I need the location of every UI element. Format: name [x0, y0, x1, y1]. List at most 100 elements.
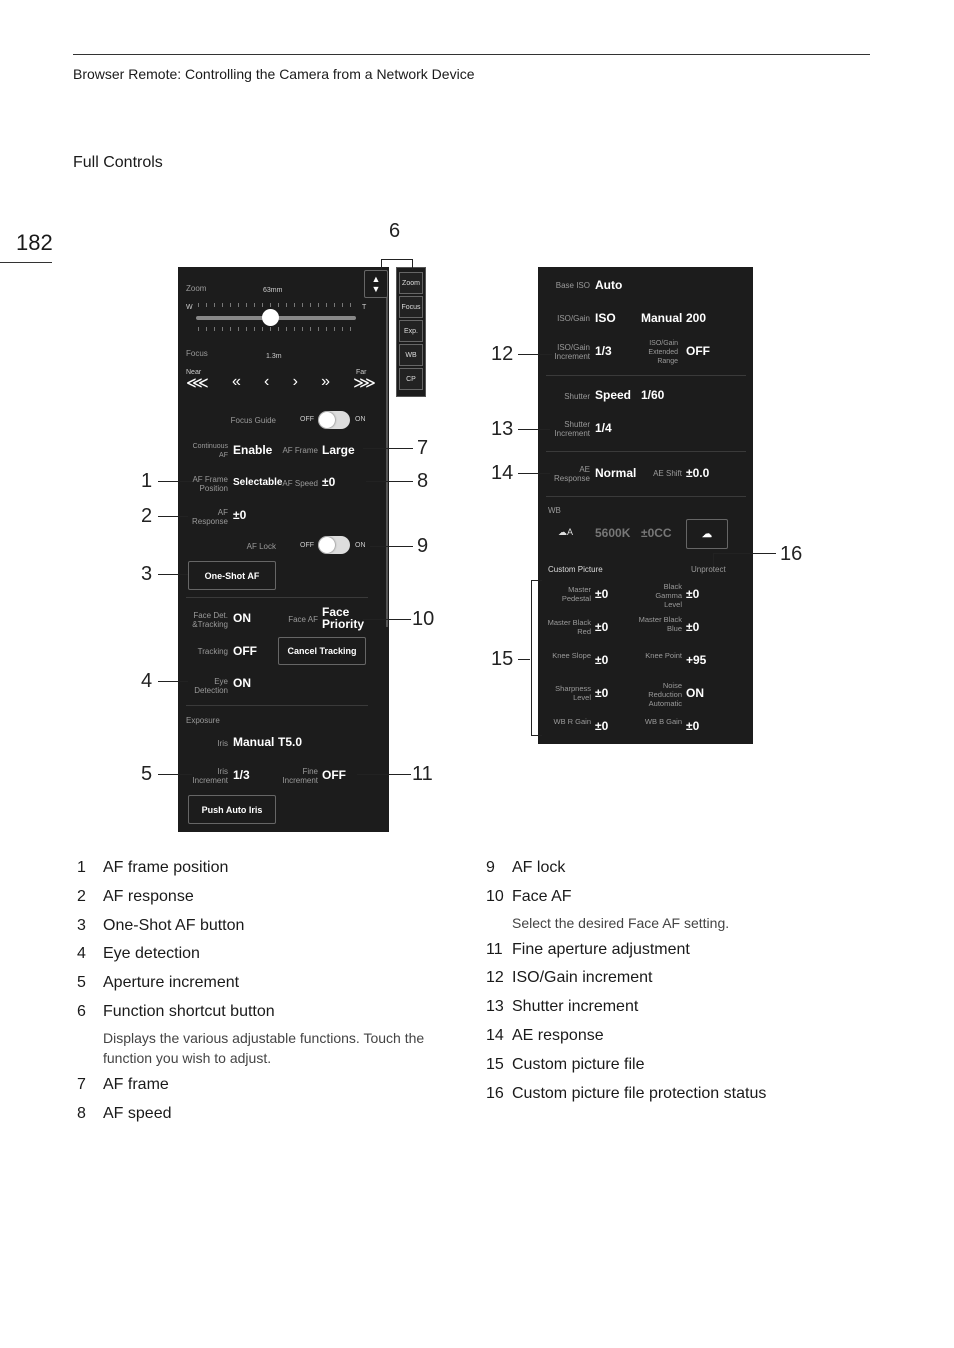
callout-7-line	[363, 448, 413, 449]
iris-value[interactable]: T5.0	[278, 735, 303, 749]
cp-label-right: Knee Point	[645, 651, 682, 660]
shutter-increment-value[interactable]: 1/4	[595, 421, 612, 435]
shortcut-focus-button[interactable]: Focus	[399, 296, 423, 318]
focus-guide-toggle[interactable]	[318, 411, 350, 429]
focus-label: Focus	[186, 349, 208, 358]
legend-number: 1	[77, 859, 86, 876]
focus-button-row: ⋘ « ‹ › » ⋙	[186, 373, 376, 392]
legend-text: Function shortcut button	[103, 1003, 275, 1020]
continuous-af-value[interactable]: Enable	[233, 443, 273, 457]
up-down-arrows-icon: ▲▼	[371, 274, 381, 294]
cp-value-right[interactable]: ±0	[686, 719, 700, 733]
callout-10: 10	[412, 608, 435, 630]
af-response-value[interactable]: ±0	[233, 508, 247, 522]
wb-awb-indicator: ☁A	[558, 527, 573, 538]
wb-cc-value: ±0CC	[641, 526, 672, 540]
iso-gain-increment-value[interactable]: 1/3	[595, 344, 612, 358]
cp-label-left: WB R Gain	[553, 717, 591, 726]
scrollbar[interactable]	[386, 297, 388, 627]
wb-label: WB	[548, 506, 561, 515]
legend-text: AF response	[103, 887, 194, 905]
cancel-tracking-button[interactable]: Cancel Tracking	[278, 637, 366, 665]
callout-12: 12	[491, 343, 514, 365]
af-speed-value[interactable]: ±0	[322, 475, 336, 489]
zoom-ticks-top	[198, 303, 358, 307]
one-shot-af-button[interactable]: One-Shot AF	[188, 561, 276, 590]
iso-gain-label: ISO/Gain	[557, 314, 590, 323]
cp-value-right[interactable]: ±0	[686, 620, 700, 634]
iso-gain-number[interactable]: 200	[686, 311, 707, 325]
fine-increment-value[interactable]: OFF	[322, 768, 346, 782]
face-det-label: Face Det. &Tracking	[192, 611, 228, 629]
legend-text: AF speed	[103, 1104, 172, 1122]
focus-far-medium-button[interactable]: »	[321, 373, 330, 390]
zoom-slider-thumb[interactable]	[261, 309, 279, 326]
cp-value-left[interactable]: ±0	[595, 620, 609, 634]
callout-14: 14	[491, 462, 514, 484]
callout-13-line	[518, 429, 550, 430]
face-af-value[interactable]: Face Priority	[322, 605, 365, 631]
callout-2: 2	[141, 505, 153, 527]
iso-gain-increment-label: ISO/Gain Increment	[554, 343, 590, 361]
focus-near-medium-button[interactable]: «	[231, 373, 241, 390]
iris-increment-value[interactable]: 1/3	[233, 768, 250, 782]
cp-value-left[interactable]: ±0	[595, 653, 609, 667]
callout-15: 15	[491, 648, 514, 670]
iso-gain-extended-value[interactable]: OFF	[686, 344, 710, 358]
zoom-ticks-bottom	[198, 327, 358, 331]
cp-value-left[interactable]: ±0	[595, 719, 609, 733]
focus-near-fast-button[interactable]: ⋘	[186, 375, 209, 392]
callout-11-line	[357, 774, 411, 775]
page-number: 182	[16, 230, 53, 255]
shortcut-wb-button[interactable]: WB	[399, 344, 423, 366]
af-frame-value[interactable]: Large	[322, 443, 355, 457]
af-lock-toggle[interactable]	[318, 536, 350, 554]
legend-text: Custom picture file protection status	[512, 1084, 767, 1102]
focus-near-label: Near	[186, 369, 202, 376]
eye-detection-value[interactable]: ON	[233, 676, 251, 690]
focus-far-slow-button[interactable]: ›	[292, 373, 298, 390]
focus-value: 1.3m	[266, 353, 282, 360]
cp-value-left[interactable]: ±0	[595, 686, 609, 700]
callout-12-line	[518, 354, 552, 355]
scroll-up-down-button[interactable]: ▲▼	[364, 270, 388, 298]
callout-16-line	[713, 553, 776, 566]
cp-value-right[interactable]: ±0	[686, 587, 700, 601]
callout-4: 4	[141, 670, 153, 692]
cp-label-left: Master Black Red	[547, 618, 591, 636]
af-frame-position-value[interactable]: Selectable	[233, 477, 283, 488]
shortcut-exposure-button[interactable]: Exp.	[399, 320, 423, 342]
custom-picture-label: Custom Picture	[548, 565, 603, 574]
ae-response-label: AE Response	[553, 465, 590, 483]
divider-af	[186, 597, 368, 598]
face-det-value[interactable]: ON	[233, 611, 251, 625]
base-iso-value[interactable]: Auto	[595, 278, 623, 292]
iso-gain-mode[interactable]: Manual	[641, 311, 683, 325]
focus-near-slow-button[interactable]: ‹	[264, 373, 270, 390]
ae-shift-value[interactable]: ±0.0	[686, 466, 710, 480]
iris-mode-value[interactable]: Manual	[233, 735, 275, 749]
zoom-w-label: W	[186, 304, 193, 311]
shutter-mode[interactable]: Speed	[595, 388, 632, 402]
cp-value-right[interactable]: +95	[686, 653, 707, 667]
shortcut-zoom-button[interactable]: Zoom	[399, 272, 423, 294]
cp-value-left[interactable]: ±0	[595, 587, 609, 601]
shortcut-cp-button[interactable]: CP	[399, 368, 423, 390]
iso-gain-value[interactable]: ISO	[595, 311, 616, 325]
ae-response-value[interactable]: Normal	[595, 466, 637, 480]
legend-text: Custom picture file	[512, 1055, 645, 1073]
wb-set-button[interactable]: ☁	[686, 519, 728, 549]
shutter-value[interactable]: 1/60	[641, 388, 665, 402]
focus-far-fast-button[interactable]: ⋙	[353, 375, 376, 392]
tracking-value[interactable]: OFF	[233, 644, 257, 658]
legend-description: Displays the various adjustable function…	[103, 1029, 425, 1066]
push-auto-iris-button[interactable]: Push Auto Iris	[188, 795, 276, 824]
legend-number: 9	[486, 859, 495, 876]
cp-value-right[interactable]: ON	[686, 686, 704, 700]
